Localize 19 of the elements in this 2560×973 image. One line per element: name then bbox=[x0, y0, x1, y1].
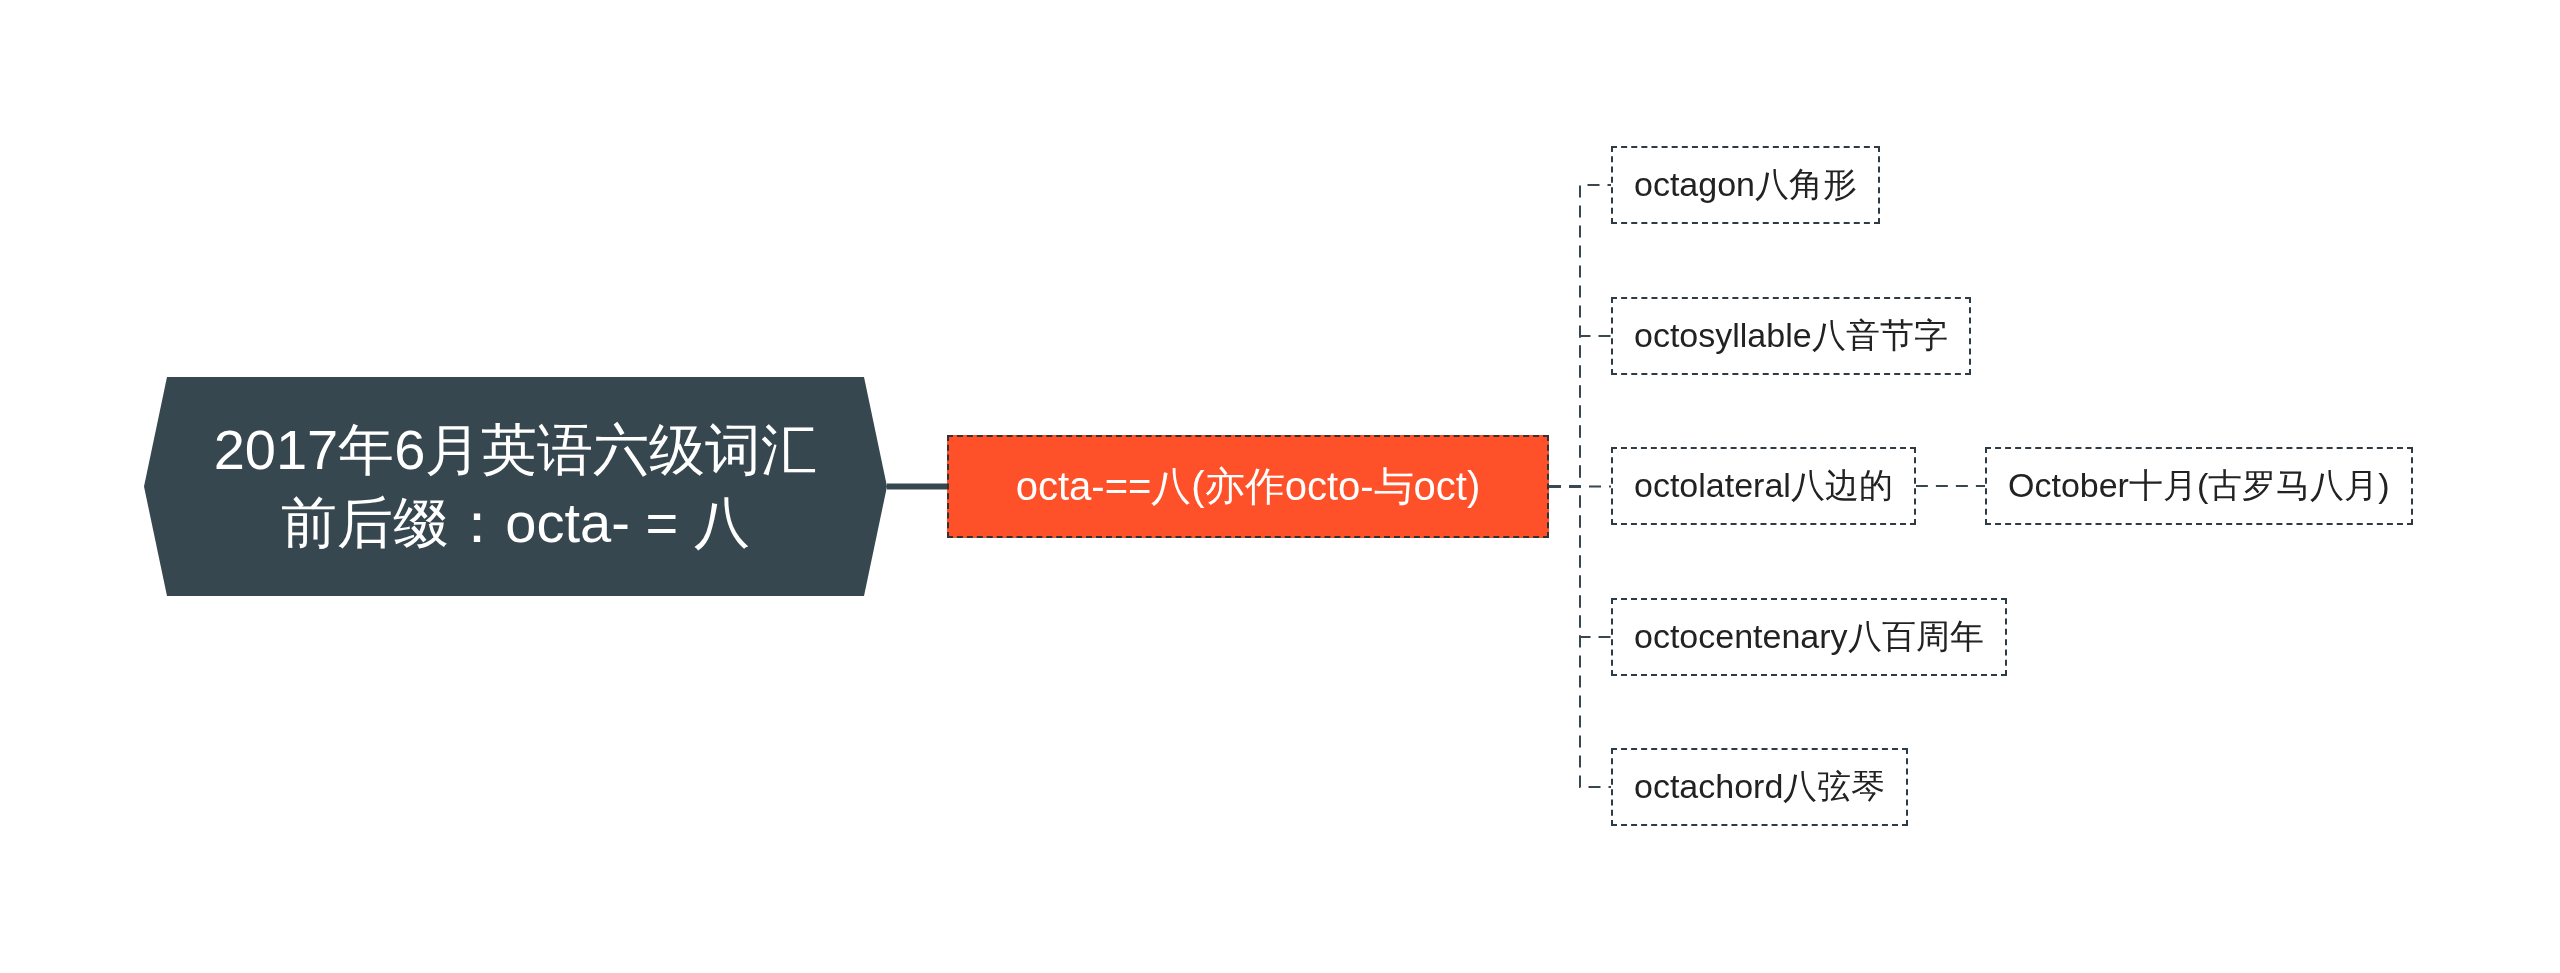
leaf-label: octolateral八边的 bbox=[1634, 465, 1893, 506]
leaf-box bbox=[1611, 297, 1971, 375]
branch-box bbox=[947, 435, 1549, 538]
leaf-label: October十月(古罗马八月) bbox=[2008, 465, 2390, 506]
leaf-label: octocentenary八百周年 bbox=[1634, 616, 1984, 657]
leaf-box bbox=[1611, 598, 2007, 676]
leaf-box bbox=[1611, 447, 1916, 525]
leaf-label: octagon八角形 bbox=[1634, 164, 1857, 205]
connector-line bbox=[1548, 485, 1612, 788]
connector-line bbox=[1914, 485, 1986, 487]
branch-label: octa-==八(亦作octo-与oct) bbox=[1015, 463, 1481, 510]
leaf-box bbox=[1985, 447, 2413, 525]
leaf-label: octosyllable八音节字 bbox=[1634, 315, 1948, 356]
leaf-box bbox=[1611, 748, 1909, 826]
leaf-label: octachord八弦琴 bbox=[1634, 766, 1886, 807]
topic-title: 2017年6月英语六级词汇前后缀：octa- = 八 bbox=[212, 416, 819, 556]
connector-line bbox=[887, 483, 947, 490]
leaf-box bbox=[1611, 146, 1880, 224]
topic-hexagon bbox=[144, 377, 887, 596]
